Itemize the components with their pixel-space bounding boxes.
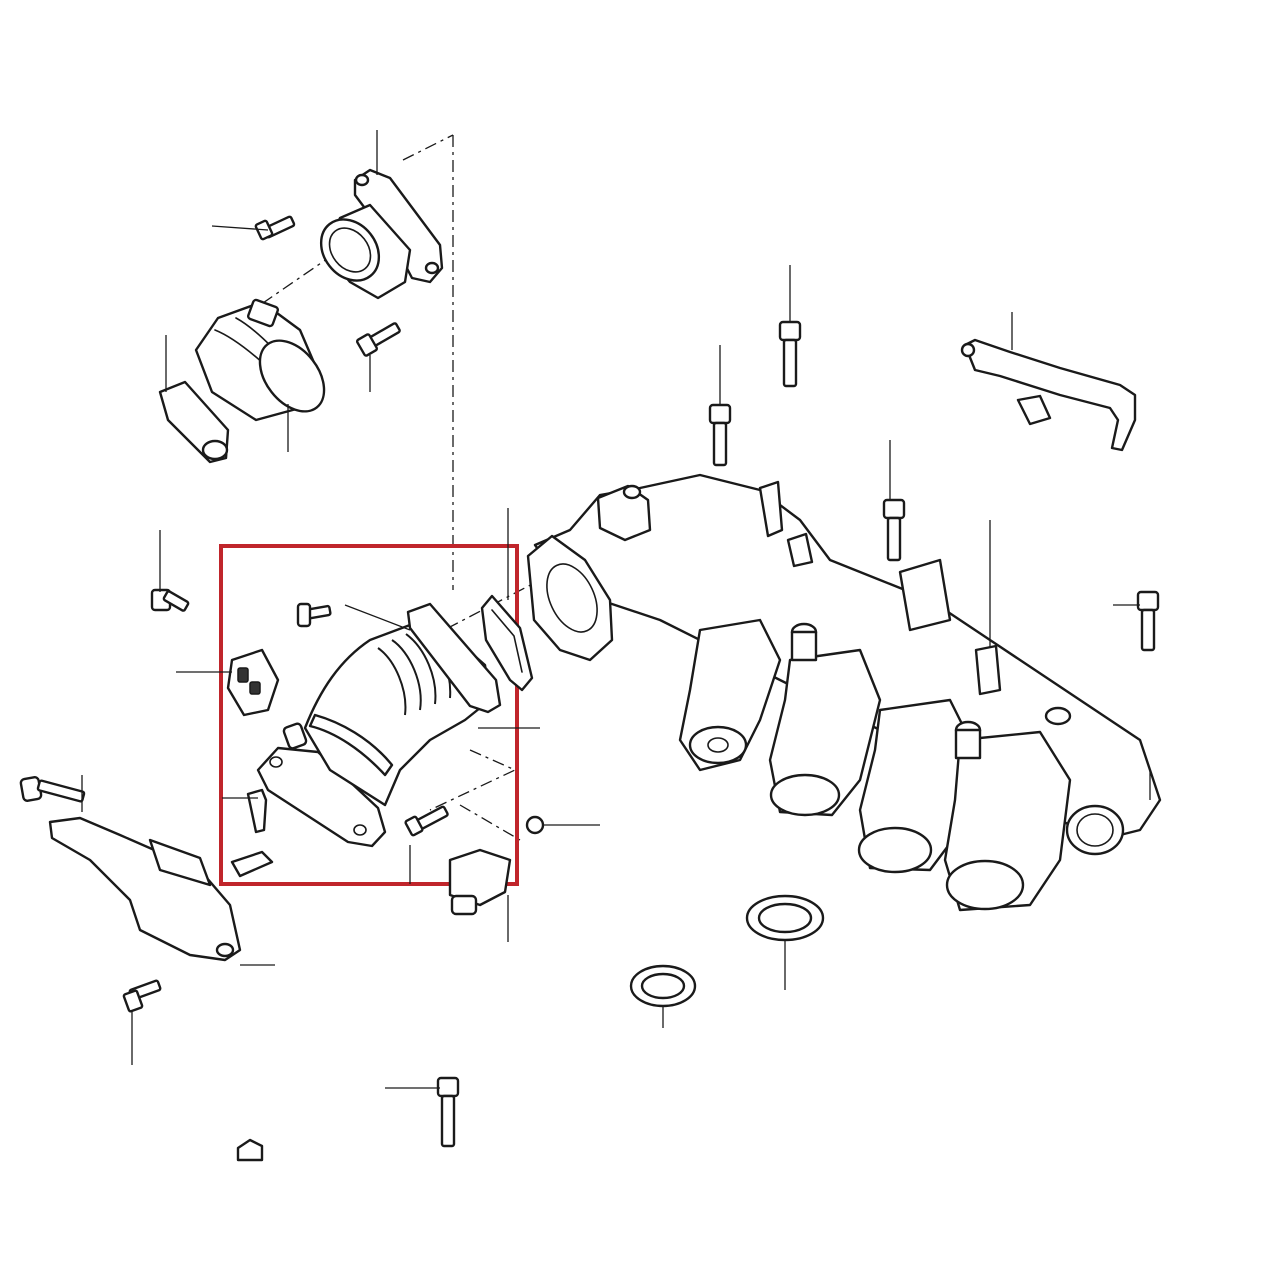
manifold-bolt-2 bbox=[778, 320, 802, 388]
manifold-bolt-3 bbox=[882, 498, 906, 562]
manifold-bolt-4 bbox=[1136, 590, 1160, 652]
partial-bolt-bottom bbox=[236, 1138, 264, 1162]
bracket-small-in-box bbox=[230, 788, 274, 878]
intake-air-hose bbox=[256, 602, 502, 848]
hose-bolt-top bbox=[296, 602, 332, 628]
sensor-clip bbox=[226, 648, 280, 717]
manifold-bolt-1 bbox=[708, 403, 732, 467]
sensor-connector bbox=[448, 815, 545, 916]
o-ring-seal-left bbox=[629, 964, 697, 1008]
air-flow-sensor-sleeve bbox=[158, 298, 326, 464]
small-bolt-left bbox=[150, 588, 190, 612]
rectangular-gasket bbox=[480, 594, 534, 692]
intake-manifold bbox=[526, 473, 1162, 912]
throttle-adapter-flange bbox=[319, 168, 444, 300]
hose-bolt-bottom bbox=[404, 805, 449, 837]
bolt-upper-middle bbox=[355, 322, 401, 357]
callout-leader-lines bbox=[81, 130, 1151, 1089]
support-bracket bbox=[19, 776, 242, 962]
highlight-box bbox=[219, 544, 519, 886]
fuel-line-bracket bbox=[960, 338, 1137, 452]
o-ring-seal-right bbox=[745, 894, 825, 942]
small-bolt-bracket bbox=[122, 979, 162, 1013]
bolt-bottom-loose bbox=[436, 1076, 460, 1148]
bolt-top-left bbox=[254, 215, 296, 241]
